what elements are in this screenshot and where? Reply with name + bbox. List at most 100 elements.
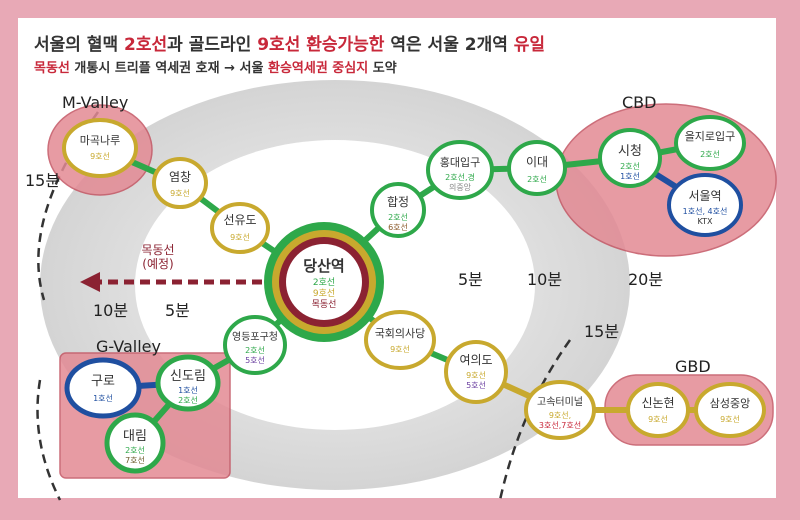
planned-line-label: (예정): [142, 257, 173, 271]
station-euljiro[interactable]: 을지로입구 2호선: [674, 115, 746, 171]
station-name: 당산역: [303, 257, 344, 275]
planned-line-label: 목동선: [141, 243, 174, 257]
ring-15min-bottom-arc: [36, 379, 62, 501]
station-gukhoe[interactable]: 국회의사당 9호선: [364, 310, 436, 370]
station-daerim[interactable]: 대림 2호선 7호선: [104, 412, 166, 474]
station-sindorim[interactable]: 신도림 1호선 2호선: [155, 354, 221, 412]
station-line: KTX: [698, 217, 714, 226]
station-line: 9호선: [390, 345, 410, 354]
station-line: 9호선: [720, 415, 740, 424]
station-mapo[interactable]: 마곡나루 9호선: [62, 118, 138, 178]
station-line: 2호선: [245, 346, 265, 355]
station-name: 구로: [91, 374, 115, 389]
station-name: 여의도: [459, 353, 492, 367]
subline-highlight: 목동선: [34, 61, 70, 76]
station-line: 1호선: [178, 386, 198, 395]
station-sinnonhyeon[interactable]: 신논현 9호선: [626, 382, 690, 438]
station-line: 2호선: [527, 175, 547, 184]
station-name: 영등포구청: [232, 331, 278, 343]
zone-label-gbd: GBD: [675, 357, 711, 376]
station-name: 삼성중앙: [710, 397, 750, 410]
station-hapjeong[interactable]: 합정 2호선 6호선: [370, 182, 426, 238]
station-line: 5호선: [245, 356, 265, 365]
station-line: 9호선: [230, 233, 250, 242]
zone-label-m-valley: M-Valley: [62, 93, 128, 112]
headline-highlight: 9호선 환승가능한: [257, 35, 385, 55]
station-line: 2호선: [125, 446, 145, 455]
station-dangsan[interactable]: 당산역 2호선 9호선 목동선: [264, 222, 384, 342]
station-line: 의중앙: [449, 182, 472, 192]
station-name: 이대: [526, 155, 548, 169]
station-name: 신논현: [641, 396, 674, 410]
ring-label-5min-left: 5분: [165, 301, 190, 320]
station-guro[interactable]: 구로 1호선: [64, 357, 142, 419]
station-name: 대림: [123, 429, 147, 444]
station-line: 2호선: [178, 396, 198, 405]
subline-arrow: →: [224, 61, 235, 76]
station-idae[interactable]: 이대 2호선: [507, 140, 567, 196]
ring-15min-right-arc: [498, 339, 572, 501]
headline-part: 역은 서울 2개역: [384, 35, 514, 55]
station-name: 을지로입구: [685, 130, 736, 143]
station-line: 9호선: [648, 415, 668, 424]
zone-label-cbd: CBD: [622, 93, 656, 112]
subline-part: 개통시 트리플 역세권 호재: [69, 61, 225, 76]
station-line: 1호선, 4호선: [683, 207, 728, 216]
station-yeongdeungpo[interactable]: 영등포구청 2호선 5호선: [223, 315, 287, 375]
station-line: 목동선: [312, 299, 337, 310]
station-name: 서울역: [688, 189, 721, 203]
station-express[interactable]: 고속터미널 9호선, 3호선,7호선: [524, 380, 596, 440]
headline-highlight: 2호선: [124, 35, 168, 55]
subline: 목동선 개통시 트리플 역세권 호재 → 서울 환승역세권 중심지 도약: [34, 57, 397, 76]
planned-arrow-head: [80, 272, 100, 292]
station-line: 3호선,7호선: [539, 421, 581, 430]
station-line: 2호선,경: [445, 172, 475, 182]
station-yeomchang[interactable]: 염창 9호선: [152, 157, 208, 209]
station-line: 2호선: [620, 162, 640, 171]
ring-label-5min-right: 5분: [458, 270, 483, 289]
station-line: 9호선: [170, 189, 190, 198]
station-line: 9호선,: [549, 411, 571, 420]
headline: 서울의 혈맥 2호선과 골드라인 9호선 환승가능한 역은 서울 2개역 유일: [34, 30, 545, 55]
station-seonyudo[interactable]: 선유도 9호선: [210, 202, 270, 254]
station-line: 7호선: [125, 456, 145, 465]
station-line: 2호선: [388, 213, 408, 222]
station-yeouido[interactable]: 여의도 9호선 5호선: [444, 340, 508, 404]
headline-part: 과 골드라인: [167, 35, 258, 55]
station-name: 합정: [387, 195, 409, 209]
headline-highlight: 유일: [513, 35, 546, 55]
station-hongdae[interactable]: 홍대입구 2호선,경 의중앙: [426, 140, 494, 200]
station-line: 5호선: [466, 381, 486, 390]
ring-label-10min-right: 10분: [527, 270, 562, 289]
station-name: 선유도: [223, 213, 256, 227]
station-line: 1호선: [93, 394, 113, 403]
station-sicheong[interactable]: 시청 2호선 1호선: [598, 128, 662, 188]
station-name: 국회의사당: [375, 327, 426, 340]
ring-label-20min: 20분: [628, 270, 663, 289]
station-samseong[interactable]: 삼성중앙 9호선: [694, 382, 766, 438]
ring-label-15min-right: 15분: [584, 322, 619, 341]
zone-label-g-valley: G-Valley: [96, 337, 161, 356]
subline-part: 도약: [368, 61, 397, 76]
headline-part: 서울의 혈맥: [34, 35, 125, 55]
station-line: 2호선: [700, 150, 720, 159]
station-name: 신도림: [170, 369, 206, 384]
station-name: 마곡나루: [80, 134, 120, 147]
station-line: 1호선: [620, 172, 640, 181]
station-line: 9호선: [90, 152, 110, 161]
station-line: 2호선: [313, 277, 335, 288]
station-seoul[interactable]: 서울역 1호선, 4호선 KTX: [667, 173, 743, 237]
station-name: 홍대입구: [440, 155, 480, 169]
ring-label-15min-left: 15분: [25, 171, 60, 190]
station-name: 고속터미널: [537, 396, 583, 408]
station-name: 시청: [618, 144, 642, 159]
subline-part: 서울: [235, 61, 268, 76]
station-line: 9호선: [466, 371, 486, 380]
subline-highlight: 환승역세권 중심지: [267, 61, 369, 76]
station-line: 6호선: [388, 223, 408, 232]
ring-label-10min-left: 10분: [93, 301, 128, 320]
station-line: 9호선: [313, 288, 335, 299]
station-name: 염창: [169, 170, 191, 184]
